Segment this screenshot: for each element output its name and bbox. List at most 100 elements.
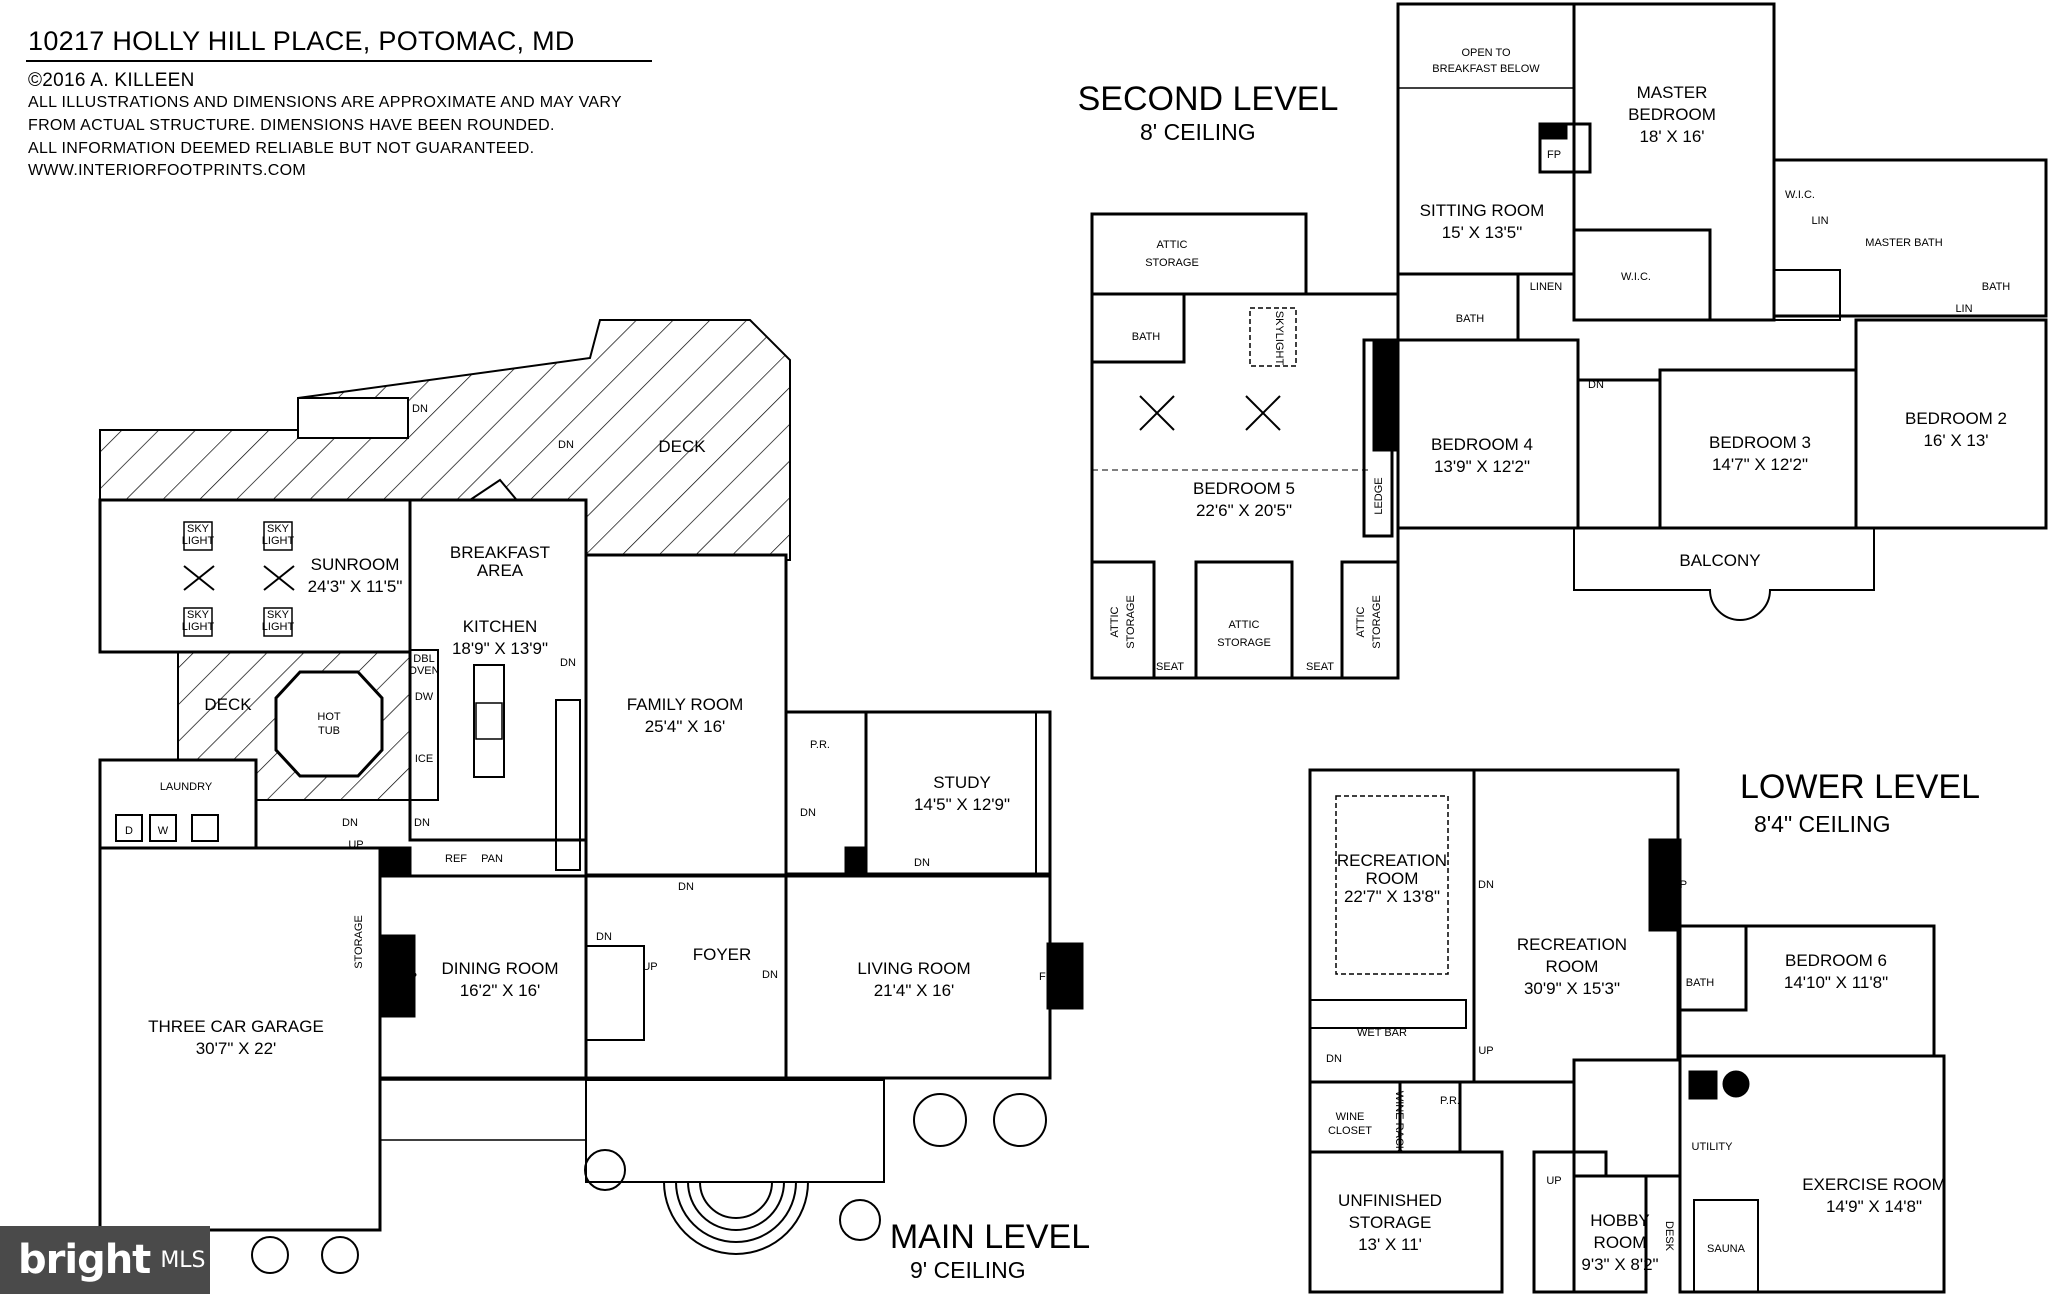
wine-rack-label: WINE RACK <box>1393 1091 1405 1154</box>
main-level-heading: MAIN LEVEL <box>890 1218 1090 1256</box>
lin-label-1: LIN <box>1811 215 1828 227</box>
master-bedroom-label-2: BEDROOM <box>1628 105 1716 124</box>
bedroom-4-label: BEDROOM 4 <box>1431 435 1533 454</box>
bedroom-5-dim: 22'6" X 20'5" <box>1196 501 1292 520</box>
foyer-stair-dn: DN <box>596 931 612 943</box>
sunroom-dim: 24'3" X 11'5" <box>308 577 403 596</box>
second-level <box>1090 2 2048 680</box>
logo-suffix: MLS <box>160 1247 206 1273</box>
master-bath-label: MASTER BATH <box>1865 237 1942 249</box>
website-link[interactable]: WWW.INTERIORFOOTPRINTS.COM <box>28 162 306 179</box>
kitchen-counter <box>409 649 439 801</box>
bath-sitting-walls <box>1396 272 1520 344</box>
study-label: STUDY <box>933 773 991 792</box>
exercise-room-dim: 14'9" X 14'8" <box>1826 1197 1922 1216</box>
skylight-3-label-1: SKY <box>187 609 210 621</box>
master-bedroom-label-1: MASTER <box>1637 83 1708 102</box>
balcony-label: BALCONY <box>1679 551 1760 570</box>
rec-room-1-rug <box>1335 795 1449 975</box>
breakfast-label-2: AREA <box>477 561 524 580</box>
deck-dn-label: DN <box>412 403 428 415</box>
master-wic-walls <box>1572 228 1712 322</box>
attic-mid-2: STORAGE <box>1217 637 1271 649</box>
balcony-outline <box>1573 528 1875 621</box>
logo-wordmark: bright <box>18 1237 151 1283</box>
unfinished-storage-walls <box>1308 1150 1504 1294</box>
ledge-label: LEDGE <box>1373 477 1385 514</box>
column-black-1 <box>378 846 412 878</box>
dbl-oven-label-1: DBL <box>413 653 434 665</box>
front-porch <box>585 1079 885 1183</box>
dining-room-label: DINING ROOM <box>441 959 558 978</box>
family-room-dim: 25'4" X 16' <box>645 717 726 736</box>
lower-level-heading: LOWER LEVEL <box>1740 768 1980 806</box>
skylight-3-label-2: LIGHT <box>182 621 215 633</box>
shrub-6 <box>321 1236 359 1274</box>
bedroom-2-dim: 16' X 13' <box>1923 431 1988 450</box>
study-walls <box>864 710 1052 876</box>
skylight-1 <box>183 521 213 551</box>
attic-left-2: STORAGE <box>1125 595 1137 649</box>
skylight-b5 <box>1249 307 1297 367</box>
desk-label: DESK <box>1663 1221 1675 1252</box>
sunroom-walls <box>98 498 414 654</box>
deck-top-label: DECK <box>658 437 706 456</box>
hobby-room-label-1: HOBBY <box>1590 1211 1650 1230</box>
wet-bar-counter <box>1309 999 1467 1029</box>
master-wic-label: W.I.C. <box>1621 271 1651 283</box>
wine-closet-label-1: WINE <box>1336 1111 1365 1123</box>
shrub-4 <box>839 1199 881 1241</box>
laundry-label: LAUNDRY <box>160 781 213 793</box>
master-bath-wic-label: W.I.C. <box>1785 189 1815 201</box>
deck-left-label: DECK <box>204 695 252 714</box>
bedroom-2-label: BEDROOM 2 <box>1905 409 2007 428</box>
shower <box>1773 269 1841 321</box>
living-fireplace <box>1046 942 1084 1010</box>
main-level <box>98 319 1084 1274</box>
sunroom-fan-2 <box>263 565 295 591</box>
stair-wall-black <box>1372 338 1398 452</box>
sunroom-fan-1 <box>183 565 215 591</box>
bedroom-6-dim: 14'10" X 11'8" <box>1784 973 1888 992</box>
foyer-walls <box>584 874 788 1080</box>
ref-label: REF <box>445 853 467 865</box>
hedge-left <box>379 1079 587 1141</box>
powder-room-label: P.R. <box>810 739 830 751</box>
exercise-room-walls <box>1678 1054 1946 1294</box>
unfinished-storage-label-1: UNFINISHED <box>1338 1191 1442 1210</box>
skylight-4-label-2: LIGHT <box>262 621 295 633</box>
sauna-walls <box>1693 1199 1759 1293</box>
bedroom-4-dim: 13'9" X 12'2" <box>1434 457 1530 476</box>
dryer-label: D <box>125 825 133 837</box>
rec-room-1-dim: 22'7" X 13'8" <box>1344 887 1440 906</box>
rec-room-2-label-2: ROOM <box>1546 957 1599 976</box>
lower-dn-label: DN <box>1478 879 1494 891</box>
pr-dn-label: DN <box>800 807 816 819</box>
attic-storage-top-2: STORAGE <box>1145 257 1199 269</box>
master-bedroom-dim: 18' X 16' <box>1639 127 1704 146</box>
lower-dn-label-2: DN <box>1326 1053 1342 1065</box>
skylight-3 <box>183 607 213 637</box>
garage-dim: 30'7" X 22' <box>196 1039 277 1058</box>
family-room-walls <box>584 553 788 877</box>
skylight-b5-label: SKYLIGHT <box>1273 311 1285 366</box>
bath-b5-walls <box>1090 292 1186 364</box>
living-dn-label: DN <box>762 969 778 981</box>
second-level-ceiling: 8' CEILING <box>1140 119 1256 145</box>
kitchen-dn-label: DN <box>560 657 576 669</box>
plan-title: 10217 HOLLY HILL PLACE, POTOMAC, MD <box>28 26 575 56</box>
b5-fan-1 <box>1139 395 1175 431</box>
breakfast-label-1: BREAKFAST <box>450 543 550 562</box>
dining-fp-label: FP <box>403 971 417 983</box>
bedroom-6-label: BEDROOM 6 <box>1785 951 1887 970</box>
sunroom-label: SUNROOM <box>311 555 400 574</box>
washer-label: W <box>158 825 169 837</box>
foyer-label: FOYER <box>693 945 752 964</box>
rec-room-2-dim: 30'9" X 15'3" <box>1524 979 1620 998</box>
foyer-stair-up: UP <box>642 961 657 973</box>
shrub-5 <box>251 1236 289 1274</box>
bedroom-5-walls <box>1090 292 1400 680</box>
hot-tub-label-1: HOT <box>317 711 341 723</box>
dining-room-dim: 16'2" X 16' <box>460 981 541 1000</box>
storage-label: STORAGE <box>353 915 365 969</box>
